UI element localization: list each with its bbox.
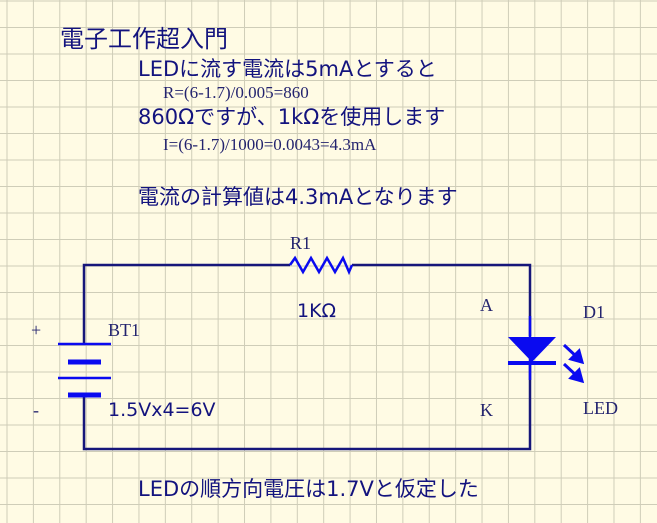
battery-plus-label: +	[31, 320, 42, 340]
current-result-text: 電流の計算値は4.3mAとなります	[138, 185, 458, 209]
page-title: 電子工作超入門	[60, 25, 228, 53]
wire-top	[82, 263, 290, 344]
current-formula-text: I=(6-1.7)/1000=0.0043=4.3mA	[163, 135, 377, 154]
battery-symbol	[58, 342, 111, 398]
current-assumption-text: LEDに流す電流は5mAとすると	[138, 57, 437, 81]
led-cathode-label: K	[480, 400, 493, 420]
resistor-value-label: 1KΩ	[297, 300, 337, 322]
wires	[82, 263, 532, 451]
resistor-formula-text: R=(6-1.7)/0.005=860	[163, 83, 309, 102]
led-symbol	[508, 316, 585, 384]
battery-ref-label: BT1	[108, 320, 141, 340]
resistor-ref-label: R1	[290, 233, 312, 253]
resistor-choice-text: 860Ωですが、1kΩを使用します	[138, 105, 446, 129]
led-ref-label: D1	[583, 302, 605, 322]
resistor-symbol	[288, 255, 354, 276]
light-emission-arrows-icon	[562, 343, 585, 384]
battery-minus-label: -	[33, 400, 39, 420]
wire-right-bottom	[82, 364, 532, 451]
led-value-label: LED	[583, 398, 618, 418]
led-anode-label: A	[480, 295, 493, 315]
battery-value-label: 1.5Vx4=6V	[108, 399, 216, 421]
vf-assumption-text: LEDの順方向電圧は1.7Vと仮定した	[138, 477, 479, 501]
wire-top-right	[352, 263, 532, 336]
